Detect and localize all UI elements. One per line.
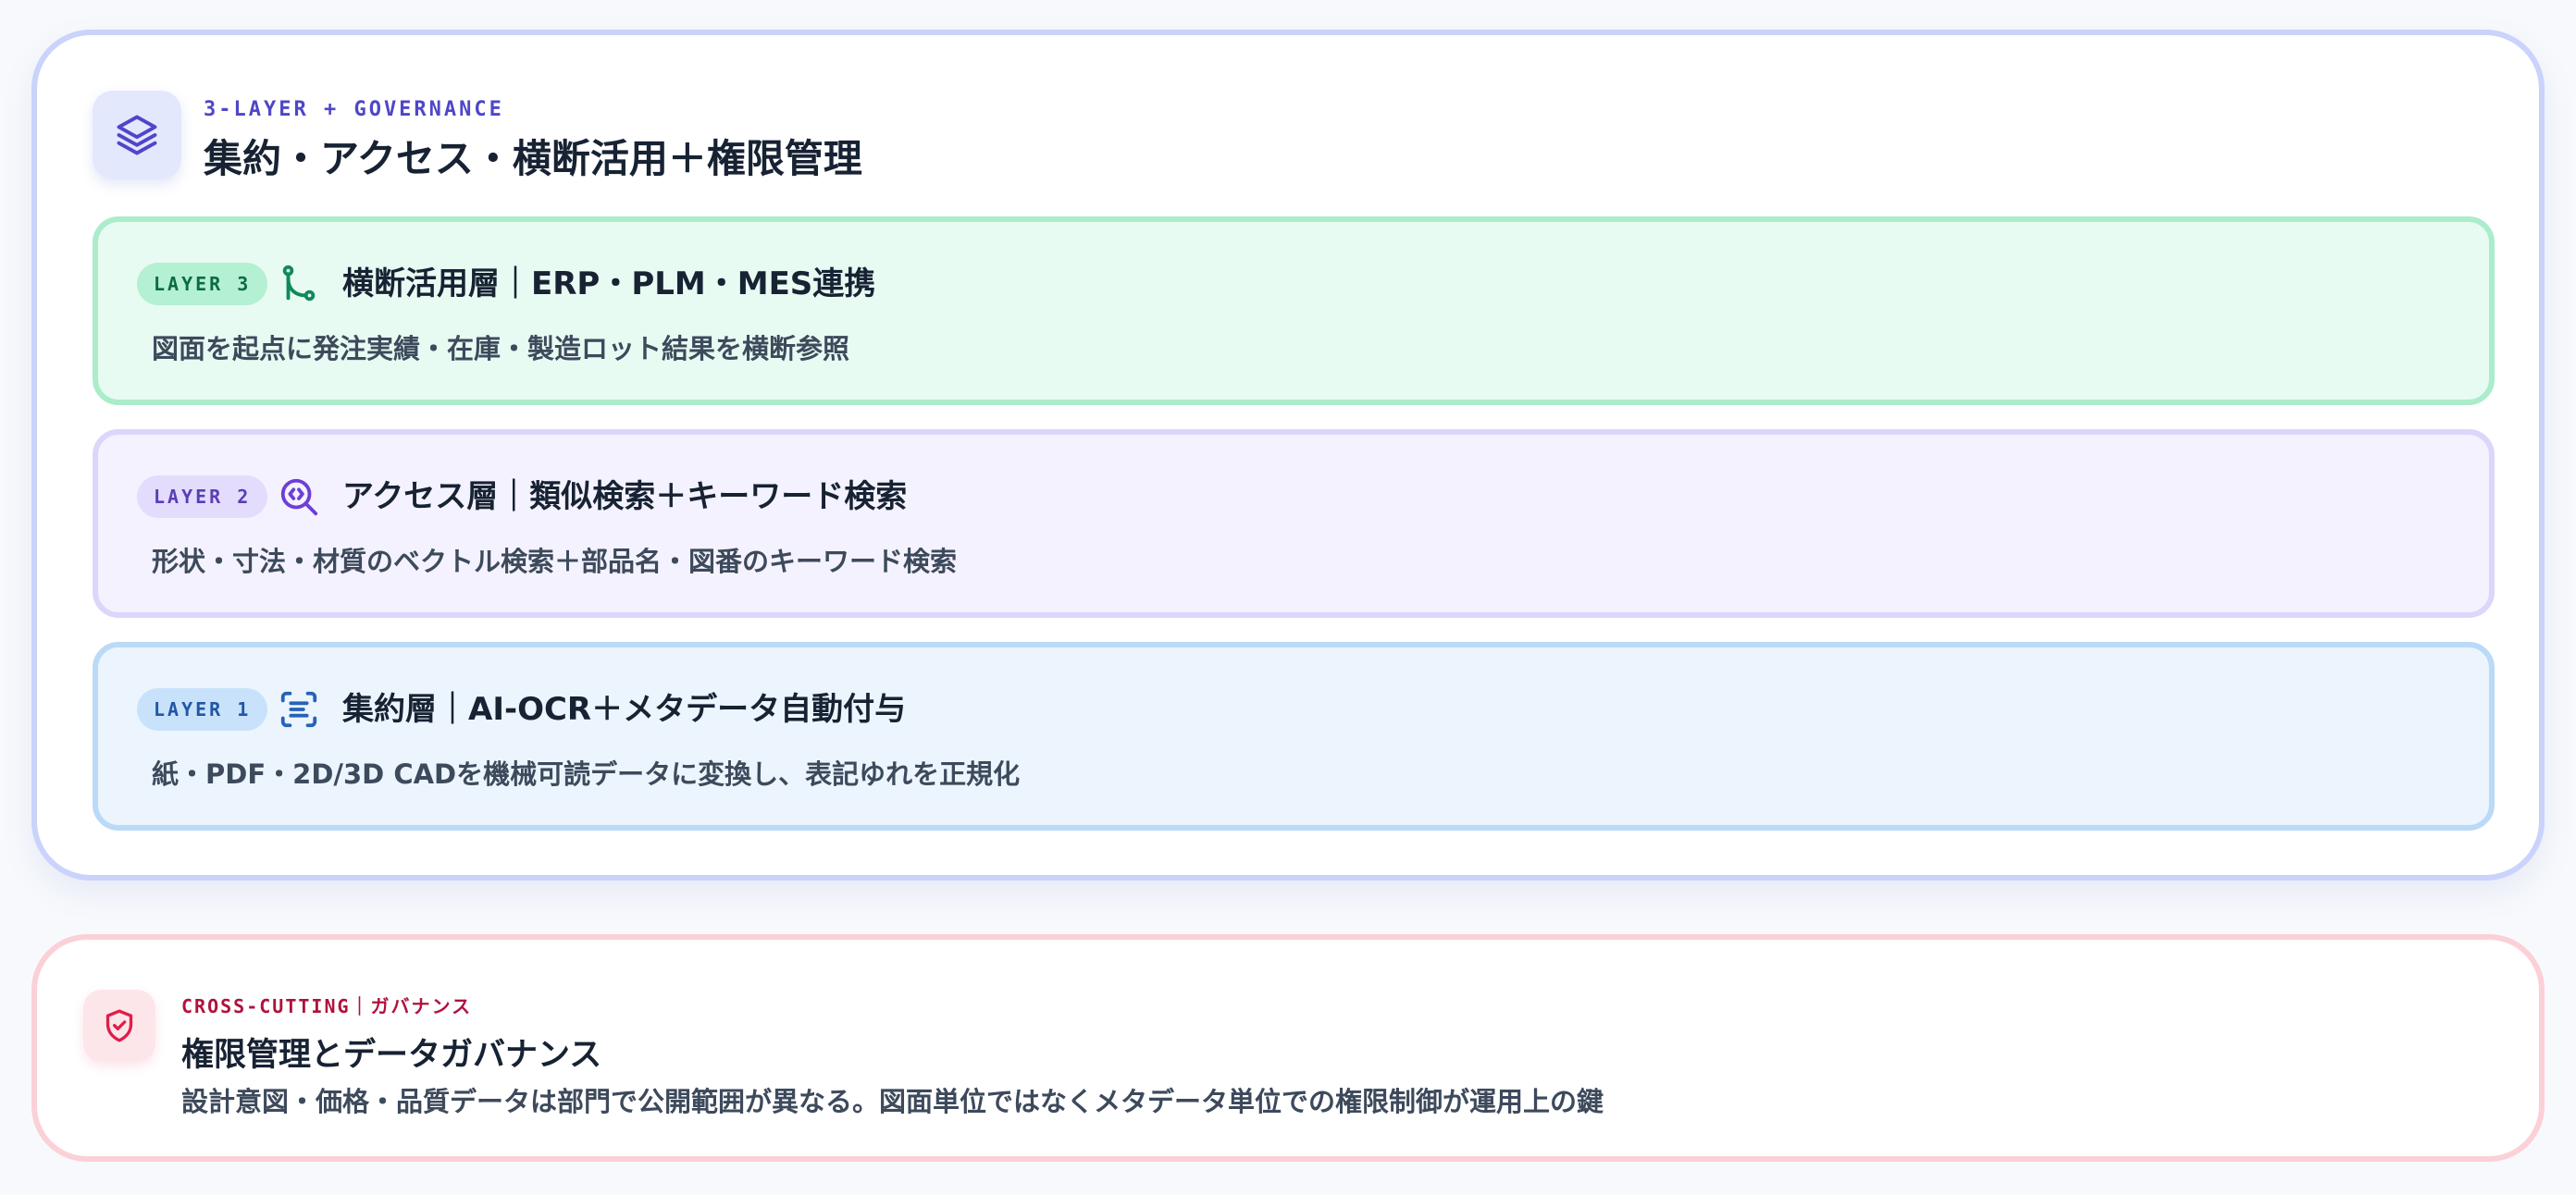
page-title: 集約・アクセス・横断活用＋権限管理 xyxy=(204,136,862,181)
layer-3-card: LAYER 3 横断活用層｜ERP・PLM・MES連携 図面を起点に発注実績・在… xyxy=(93,216,2495,405)
layer-title: 横断活用層｜ERP・PLM・MES連携 xyxy=(342,265,876,302)
layer-2-card: LAYER 2 アクセス層｜類似検索＋キーワード検索 形状・寸法・材質のベクトル… xyxy=(93,429,2495,618)
governance-card: CROSS-CUTTING｜ガバナンス 権限管理とデータガバナンス 設計意図・価… xyxy=(31,934,2545,1162)
governance-description: 設計意図・価格・品質データは部門で公開範囲が異なる。図面単位ではなくメタデータ単… xyxy=(181,1086,1604,1117)
architecture-card: 3-LAYER + GOVERNANCE 集約・アクセス・横断活用＋権限管理 L… xyxy=(31,30,2545,881)
search-code-icon xyxy=(280,478,318,516)
git-branch-icon xyxy=(282,265,316,302)
layer-description: 紙・PDF・2D/3D CADを機械可読データに変換し、表記ゆれを正規化 xyxy=(152,758,1021,790)
layers-icon xyxy=(93,91,181,179)
scan-text-icon xyxy=(280,691,317,728)
layer-1-card: LAYER 1 集約層｜AI-OCR＋メタデータ自動付与 紙・PDF・2D/3D… xyxy=(93,642,2495,831)
layer-description: 図面を起点に発注実績・在庫・製造ロット結果を横断参照 xyxy=(152,333,850,364)
section-eyebrow: 3-LAYER + GOVERNANCE xyxy=(204,98,504,121)
layer-title: アクセス層｜類似検索＋キーワード検索 xyxy=(342,478,908,515)
layer-badge: LAYER 1 xyxy=(137,688,268,731)
shield-check-icon xyxy=(83,990,155,1062)
governance-eyebrow: CROSS-CUTTING｜ガバナンス xyxy=(181,995,473,1017)
layer-description: 形状・寸法・材質のベクトル検索＋部品名・図番のキーワード検索 xyxy=(152,546,958,577)
layer-badge: LAYER 2 xyxy=(137,475,268,518)
governance-title: 権限管理とデータガバナンス xyxy=(181,1037,602,1074)
layer-title: 集約層｜AI-OCR＋メタデータ自動付与 xyxy=(342,691,907,728)
layer-badge: LAYER 3 xyxy=(137,263,268,305)
